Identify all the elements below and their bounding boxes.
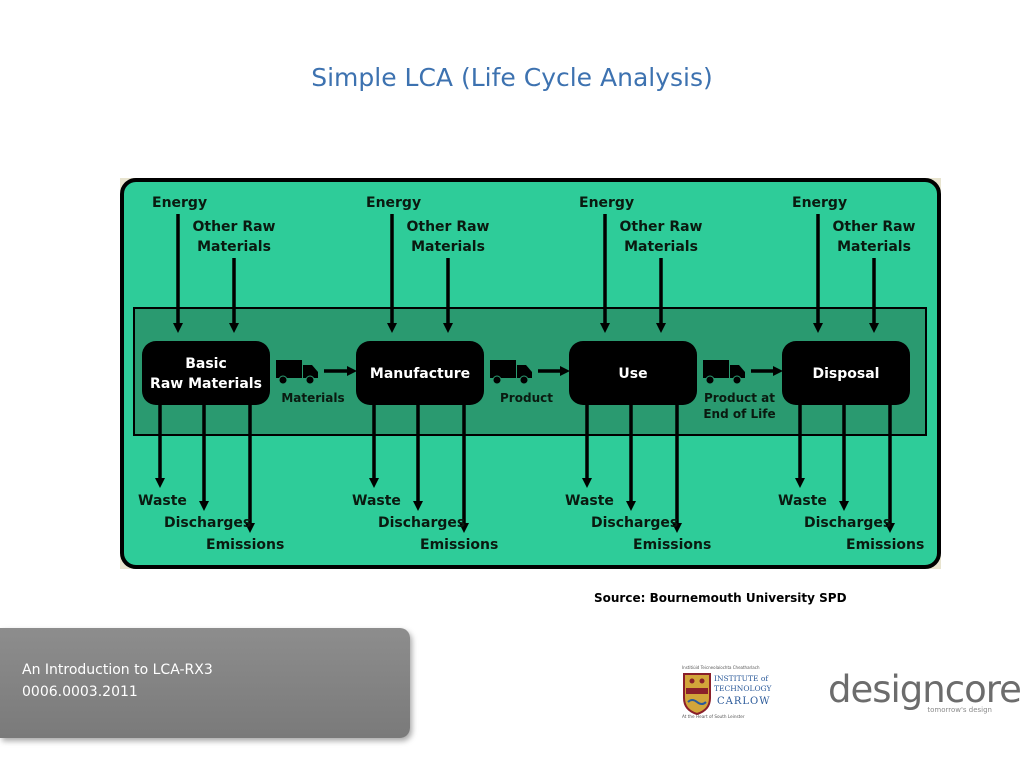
transport-truck-icon-wheel-2 <box>732 375 742 385</box>
transfer-label: Product <box>500 391 553 405</box>
other-raw-label-line1: Other Raw <box>833 219 916 235</box>
emissions-label: Emissions <box>846 537 924 553</box>
itc-logo-line2: TECHNOLOGY <box>714 684 772 693</box>
crest-band-icon <box>686 688 708 694</box>
energy-label: Energy <box>366 195 421 211</box>
institute-of-technology-carlow-logo: Institiúid Teicneolaíochta Cheatharlach … <box>682 665 772 719</box>
stage-box <box>356 341 484 405</box>
crest-wave-icon <box>687 699 707 705</box>
energy-label: Energy <box>152 195 207 211</box>
itc-logo-line3: CARLOW <box>717 696 771 707</box>
transport-truck-icon-wheel-1 <box>492 375 502 385</box>
designcore-wordmark: designcore <box>828 668 1022 711</box>
discharges-label: Discharges <box>804 515 891 531</box>
stage-label: Manufacture <box>370 366 470 382</box>
footer-course-title: An Introduction to LCA-RX3 <box>22 662 213 678</box>
crest-bird-icon <box>689 678 695 684</box>
transport-truck-icon-wheel-1 <box>705 375 715 385</box>
designcore-tagline: tomorrow's design <box>927 706 992 714</box>
footer-panel: An Introduction to LCA-RX3 0006.0003.201… <box>0 628 410 738</box>
stage-label: Disposal <box>813 366 880 382</box>
waste-label: Waste <box>565 493 614 509</box>
discharges-label: Discharges <box>591 515 678 531</box>
other-raw-label-line2: Materials <box>837 239 911 255</box>
transport-truck-icon-body <box>703 360 729 378</box>
page-title: Simple LCA (Life Cycle Analysis) <box>311 62 713 92</box>
transport-truck-icon-body <box>276 360 302 378</box>
itc-logo-top-text: Institiúid Teicneolaíochta Cheatharlach <box>682 665 760 670</box>
stage-label: Basic <box>185 356 227 372</box>
source-note: Source: Bournemouth University SPD <box>594 591 847 605</box>
transport-truck-icon-body <box>490 360 516 378</box>
energy-label: Energy <box>792 195 847 211</box>
stage-box <box>782 341 910 405</box>
waste-label: Waste <box>352 493 401 509</box>
transfer-label: Product at <box>704 391 775 405</box>
transport-truck-icon-cab <box>303 365 318 378</box>
transport-truck-icon-wheel-2 <box>519 375 529 385</box>
designcore-logo: designcore tomorrow's design <box>828 670 1022 720</box>
discharges-label: Discharges <box>378 515 465 531</box>
other-raw-label-line1: Other Raw <box>407 219 490 235</box>
other-raw-label-line1: Other Raw <box>193 219 276 235</box>
emissions-label: Emissions <box>633 537 711 553</box>
footer-course-code: 0006.0003.2011 <box>22 684 138 700</box>
transfer-label: Materials <box>281 391 344 405</box>
itc-logo-line1: INSTITUTE of <box>714 674 769 683</box>
emissions-label: Emissions <box>206 537 284 553</box>
stage-box <box>569 341 697 405</box>
stage-label: Raw Materials <box>150 376 262 392</box>
stage-box <box>142 341 270 405</box>
emissions-label: Emissions <box>420 537 498 553</box>
transfer-label: End of Life <box>703 407 775 421</box>
other-raw-label-line1: Other Raw <box>620 219 703 235</box>
waste-label: Waste <box>778 493 827 509</box>
energy-label: Energy <box>579 195 634 211</box>
waste-label: Waste <box>138 493 187 509</box>
transport-truck-icon-wheel-1 <box>278 375 288 385</box>
other-raw-label-line2: Materials <box>624 239 698 255</box>
crest-bird-icon-2 <box>699 678 705 684</box>
discharges-label: Discharges <box>164 515 251 531</box>
stage-label: Use <box>618 366 647 382</box>
itc-logo-bottom-text: At the Heart of South Leinster <box>682 714 745 719</box>
other-raw-label-line2: Materials <box>411 239 485 255</box>
transport-truck-icon-cab <box>730 365 745 378</box>
transport-truck-icon-cab <box>517 365 532 378</box>
other-raw-label-line2: Materials <box>197 239 271 255</box>
transport-truck-icon-wheel-2 <box>305 375 315 385</box>
